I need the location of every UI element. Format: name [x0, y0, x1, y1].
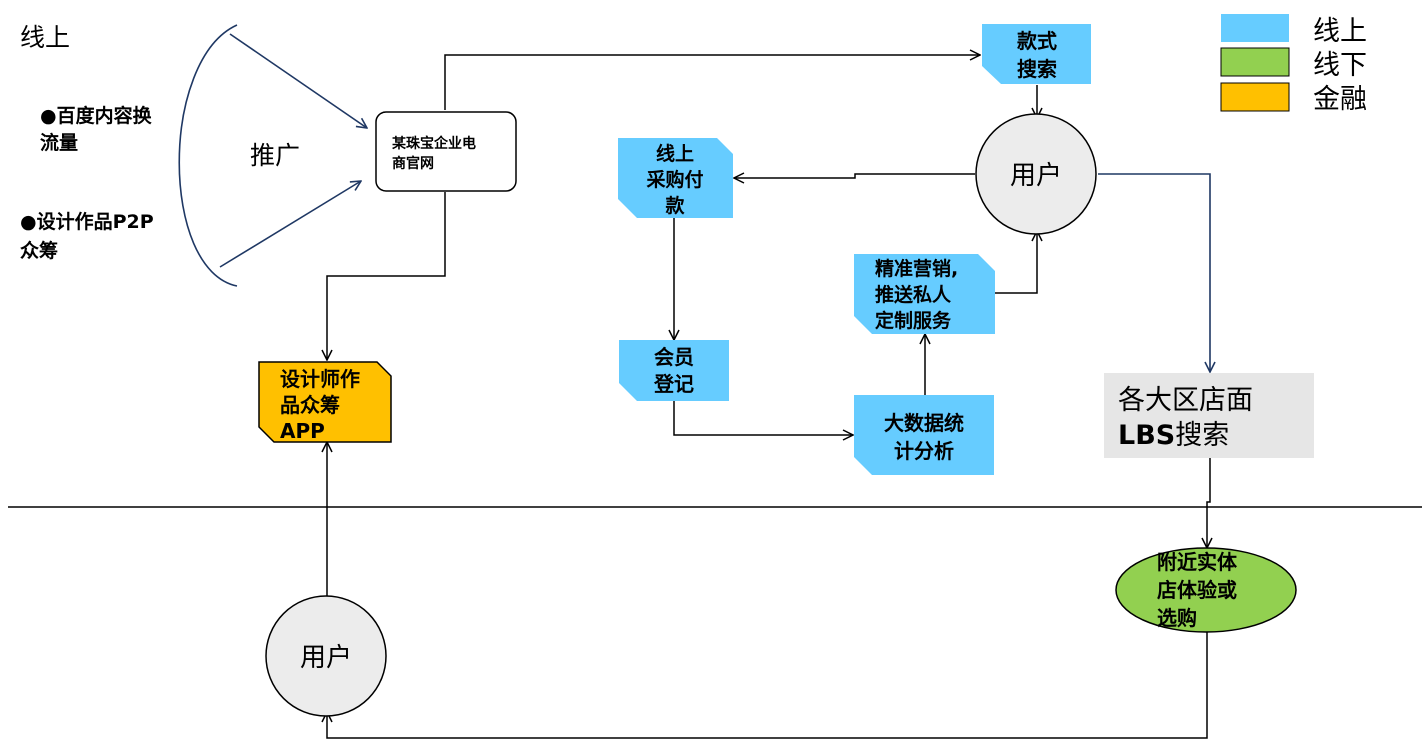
- promo-notes: ●百度内容换 流量 ●设计作品P2P 众筹 推广: [20, 104, 300, 262]
- promo-bracket: [178, 24, 238, 287]
- promo-bullet-p2p: ●设计作品P2P: [20, 210, 154, 233]
- website-node: 某珠宝企业电 商官网: [375, 111, 517, 192]
- precision-marketing-line3: 定制服务: [875, 309, 952, 332]
- designer-app-line2: 品众筹: [280, 393, 340, 417]
- user-bottom-label: 用户: [300, 643, 352, 673]
- user-top-label: 用户: [1010, 161, 1062, 191]
- legend: 线上 线下 金融: [1220, 14, 1367, 115]
- promo-bullet-baidu-cont: 流量: [40, 131, 78, 154]
- legend-label-finance: 金融: [1313, 84, 1367, 115]
- arrow-promo-top: [229, 33, 367, 128]
- member-register-line2: 登记: [653, 372, 694, 396]
- lbs-search-node: 各大区店面 LBS搜索: [1104, 373, 1314, 458]
- designer-app-shape: [258, 361, 392, 443]
- big-data-node: 大数据统 计分析: [854, 395, 994, 475]
- online-purchase-line1: 线上: [656, 142, 694, 165]
- user-top-node: 用户: [975, 113, 1097, 235]
- arrow-nearby-to-user-bottom: [327, 632, 1208, 739]
- style-search-node: 款式 搜索: [982, 24, 1091, 84]
- user-bottom-node: 用户: [265, 595, 387, 717]
- precision-marketing-line2: 推送私人: [875, 283, 952, 306]
- nearby-store-line2: 店体验或: [1157, 578, 1237, 602]
- nearby-store-ellipse: [1115, 547, 1297, 633]
- designer-app-node: 设计师作 品众筹 APP: [258, 361, 392, 443]
- online-region-label: 线上: [20, 23, 70, 52]
- member-register-shape: [619, 340, 729, 401]
- member-register-line1: 会员: [654, 345, 694, 369]
- arrow-lbs-to-nearby: [1207, 458, 1210, 548]
- precision-marketing-node: 精准营销, 推送私人 定制服务: [854, 254, 995, 334]
- lbs-search-line1: 各大区店面: [1118, 385, 1253, 416]
- precision-marketing-line1: 精准营销,: [875, 257, 958, 280]
- legend-label-online: 线上: [1313, 16, 1367, 47]
- user-bottom-circle: [265, 595, 387, 717]
- user-top-circle: [975, 113, 1097, 235]
- lbs-search-rest: 搜索: [1175, 420, 1229, 451]
- style-search-shape: [982, 24, 1091, 84]
- member-register-node: 会员 登记: [619, 340, 729, 401]
- lbs-search-box: [1104, 373, 1314, 458]
- nearby-store-node: 附近实体 店体验或 选购: [1115, 547, 1297, 633]
- arrow-member-to-bigdata: [673, 401, 853, 435]
- promo-label: 推广: [250, 141, 300, 170]
- legend-swatch-finance: [1220, 82, 1290, 112]
- promo-bullet-p2p-cont: 众筹: [20, 239, 58, 262]
- designer-app-line1: 设计师作: [280, 367, 360, 391]
- arrow-user-to-lbs: [1098, 173, 1210, 372]
- designer-app-line3: APP: [280, 419, 325, 443]
- online-purchase-node: 线上 采购付 款: [618, 138, 733, 218]
- arrow-promo-bottom: [219, 181, 361, 268]
- precision-marketing-shape: [854, 254, 995, 334]
- website-box: [375, 111, 517, 192]
- lbs-search-line2: LBS搜索: [1118, 420, 1229, 451]
- arrow-website-to-style-search: [444, 55, 980, 110]
- website-label-line2: 商官网: [392, 155, 434, 172]
- online-purchase-shape: [618, 138, 733, 218]
- nearby-store-line1: 附近实体: [1157, 550, 1238, 574]
- big-data-line1: 大数据统: [884, 411, 964, 435]
- legend-swatch-offline: [1220, 47, 1290, 77]
- arrow-website-to-app: [327, 192, 446, 360]
- connectors: [178, 24, 1210, 739]
- lbs-search-bold: LBS: [1118, 420, 1175, 451]
- nearby-store-line3: 选购: [1157, 606, 1197, 630]
- big-data-line2: 计分析: [894, 439, 954, 463]
- legend-swatch-online: [1221, 14, 1289, 42]
- legend-label-offline: 线下: [1313, 50, 1367, 81]
- online-purchase-line2: 采购付: [646, 168, 703, 191]
- promo-bullet-baidu: ●百度内容换: [40, 104, 153, 127]
- style-search-line2: 搜索: [1017, 57, 1057, 81]
- arrow-user-to-online-purchase: [734, 174, 975, 178]
- style-search-line1: 款式: [1017, 29, 1057, 53]
- big-data-shape: [854, 395, 994, 475]
- online-purchase-line3: 款: [665, 194, 685, 217]
- arrow-marketing-to-user: [995, 231, 1037, 294]
- website-label-line1: 某珠宝企业电: [392, 135, 476, 152]
